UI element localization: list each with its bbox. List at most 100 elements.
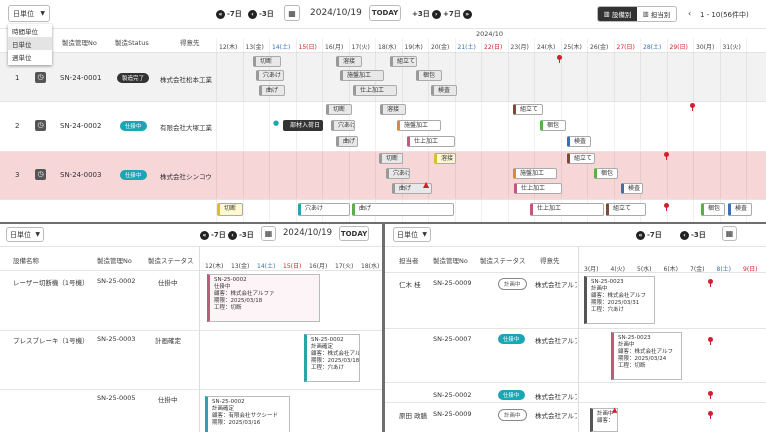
prev-3-days[interactable]: ‹-3日 bbox=[680, 230, 706, 240]
row-equipment: レーザー切断機（1号機） bbox=[13, 279, 89, 287]
task-bar[interactable]: 組立て bbox=[513, 104, 543, 115]
prev-7-days[interactable]: «-7日 bbox=[216, 9, 242, 19]
unit-option-day[interactable]: 日単位 bbox=[8, 37, 52, 50]
task-bar[interactable]: 梱包 bbox=[540, 120, 566, 131]
card-line: 工程：穴あけ bbox=[591, 307, 625, 313]
task-bar[interactable]: 組立て bbox=[567, 153, 595, 164]
row-status: 仕掛中 bbox=[158, 279, 178, 287]
deadline-pin-icon[interactable] bbox=[708, 411, 713, 419]
task-bar[interactable]: 溶接 bbox=[380, 104, 406, 115]
task-bar[interactable]: 組立て bbox=[390, 56, 417, 67]
task-bar[interactable]: 切断 bbox=[217, 203, 243, 216]
task-bar[interactable]: 梱包 bbox=[594, 168, 618, 179]
task-bar[interactable]: 仕上加工 bbox=[514, 183, 562, 194]
clock-icon[interactable]: ◷ bbox=[35, 169, 46, 180]
deadline-pin-icon[interactable] bbox=[708, 279, 713, 287]
task-bar[interactable]: 梱包 bbox=[701, 203, 725, 216]
next-3-days[interactable]: +3日› bbox=[412, 9, 441, 19]
day-label: 15(日) bbox=[298, 44, 317, 51]
unit-select[interactable]: 日単位 ▼ bbox=[393, 227, 431, 242]
unit-dropdown: 時間単位 日単位 週単位 bbox=[8, 24, 52, 65]
row-sep bbox=[0, 101, 766, 102]
task-card[interactable]: SN-25-0002 仕掛中 顧客：株式会社アルファ 期限：2025/03/18… bbox=[207, 274, 320, 322]
double-chevron-right-icon: » bbox=[462, 9, 472, 19]
task-bar[interactable]: 切断 bbox=[326, 104, 352, 115]
prev-page-icon[interactable]: ‹ bbox=[688, 9, 692, 18]
clock-icon[interactable]: ◷ bbox=[35, 72, 46, 83]
task-bar[interactable]: 溶接 bbox=[434, 153, 456, 164]
task-bar[interactable]: 曲げ bbox=[336, 136, 358, 147]
task-bar[interactable]: 溶接 bbox=[336, 56, 362, 67]
task-bar[interactable]: 施盤加工 bbox=[397, 120, 441, 131]
calendar-button[interactable]: ▦ bbox=[722, 226, 737, 241]
chevron-left-icon: ‹ bbox=[248, 9, 257, 19]
equipment-gantt-pane: 日単位 ▼ «-7日 ‹-3日 ▦ 2024/10/19 TODAY 設備名称 … bbox=[0, 224, 382, 432]
warning-icon[interactable]: ▲ bbox=[612, 406, 618, 414]
unit-option-week[interactable]: 週単位 bbox=[12, 54, 32, 62]
task-bar[interactable]: 曲げ bbox=[259, 85, 285, 96]
chevron-down-icon: ▼ bbox=[40, 10, 45, 17]
clock-icon[interactable]: ◷ bbox=[35, 120, 46, 131]
day-label: 23(月) bbox=[510, 44, 529, 51]
view-staff-label: 担当別 bbox=[650, 11, 671, 19]
task-bar[interactable]: 曲げ bbox=[352, 203, 454, 216]
task-bar[interactable]: 梱包 bbox=[416, 70, 442, 81]
deadline-pin-icon[interactable] bbox=[557, 55, 562, 63]
task-card[interactable]: SN-25-0002 計画確定 顧客：有限会社サクシード 期限：2025/03/… bbox=[205, 396, 290, 432]
task-bar[interactable]: 切断 bbox=[379, 153, 403, 164]
row-sep bbox=[0, 199, 766, 200]
calendar-button[interactable]: ▦ bbox=[284, 5, 300, 21]
day-label: 12(木) bbox=[219, 44, 238, 51]
unit-option-hour[interactable]: 時間単位 bbox=[12, 28, 38, 36]
header-bottom-line bbox=[0, 270, 382, 271]
calendar-button[interactable]: ▦ bbox=[261, 226, 276, 241]
row-customer: 株式会社アルフ bbox=[535, 281, 577, 289]
prev-3-days[interactable]: ‹-3日 bbox=[248, 9, 274, 19]
prev-3-days[interactable]: ‹-3日 bbox=[228, 230, 254, 240]
task-bar[interactable]: 施盤加工 bbox=[340, 70, 384, 81]
task-bar[interactable]: 穴あけ bbox=[386, 168, 410, 179]
task-card[interactable]: SN-25-0023 計画中 顧客：株式会社アルフ 期限：2025/03/24 … bbox=[611, 332, 682, 380]
row-customer: 株式会社アルフ bbox=[535, 412, 577, 420]
row-sep bbox=[385, 402, 766, 403]
task-bar[interactable]: 検査 bbox=[431, 85, 457, 96]
task-bar[interactable]: 部材入荷日 bbox=[283, 120, 323, 131]
today-button[interactable]: TODAY bbox=[369, 5, 401, 21]
task-bar[interactable]: 仕上加工 bbox=[407, 136, 455, 147]
next-7-days[interactable]: +7日» bbox=[443, 9, 472, 19]
task-card[interactable]: SN-25-0023 計画中 顧客：株式会社アルフ 期限：2025/03/31 … bbox=[584, 276, 655, 324]
row-no: SN-25-0007 bbox=[433, 335, 472, 343]
task-bar[interactable]: 穴あけ bbox=[256, 70, 284, 81]
deadline-pin-icon[interactable] bbox=[664, 152, 669, 160]
prev-7-days[interactable]: «-7日 bbox=[636, 230, 662, 240]
col-no-header: 製造管理No bbox=[97, 257, 132, 265]
unit-select[interactable]: 日単位 ▼ bbox=[6, 227, 44, 242]
task-bar[interactable]: 曲げ bbox=[392, 183, 432, 194]
warning-icon[interactable]: ▲ bbox=[423, 180, 430, 189]
prev-7-days[interactable]: «-7日 bbox=[200, 230, 226, 240]
task-bar[interactable]: 仕上加工 bbox=[530, 203, 604, 216]
task-bar[interactable]: 仕上加工 bbox=[353, 85, 397, 96]
task-card[interactable]: SN-25-0002 計画確定 顧客：株式会社アルフ 期限：2025/03/18… bbox=[304, 334, 360, 382]
deadline-pin-icon[interactable] bbox=[690, 103, 695, 111]
task-bar[interactable]: 検査 bbox=[728, 203, 752, 216]
col-status-header: 製造Status bbox=[115, 39, 149, 47]
view-equipment-button[interactable]: ▥設備別 bbox=[598, 7, 637, 21]
task-bar[interactable]: 検査 bbox=[621, 183, 643, 194]
task-bar[interactable]: 組立て bbox=[606, 203, 646, 216]
calendar-icon: ▦ bbox=[264, 229, 273, 238]
task-bar[interactable]: 検査 bbox=[567, 136, 591, 147]
deadline-pin-icon[interactable] bbox=[664, 203, 669, 211]
unit-select[interactable]: 日単位 ▼ bbox=[8, 5, 50, 22]
day-label: 30(月) bbox=[696, 44, 715, 51]
task-bar[interactable]: 施盤加工 bbox=[513, 168, 557, 179]
deadline-pin-icon[interactable] bbox=[708, 337, 713, 345]
task-bar[interactable]: 切断 bbox=[253, 56, 281, 67]
comment-icon[interactable]: ● bbox=[273, 119, 280, 127]
task-bar[interactable]: 穴あけ bbox=[298, 203, 350, 216]
task-bar[interactable]: 穴あけ bbox=[331, 120, 355, 131]
view-staff-button[interactable]: ▥担当別 bbox=[637, 7, 676, 21]
today-button[interactable]: TODAY bbox=[339, 226, 369, 241]
deadline-pin-icon[interactable] bbox=[708, 391, 713, 399]
day-label: 9(日) bbox=[743, 266, 758, 273]
